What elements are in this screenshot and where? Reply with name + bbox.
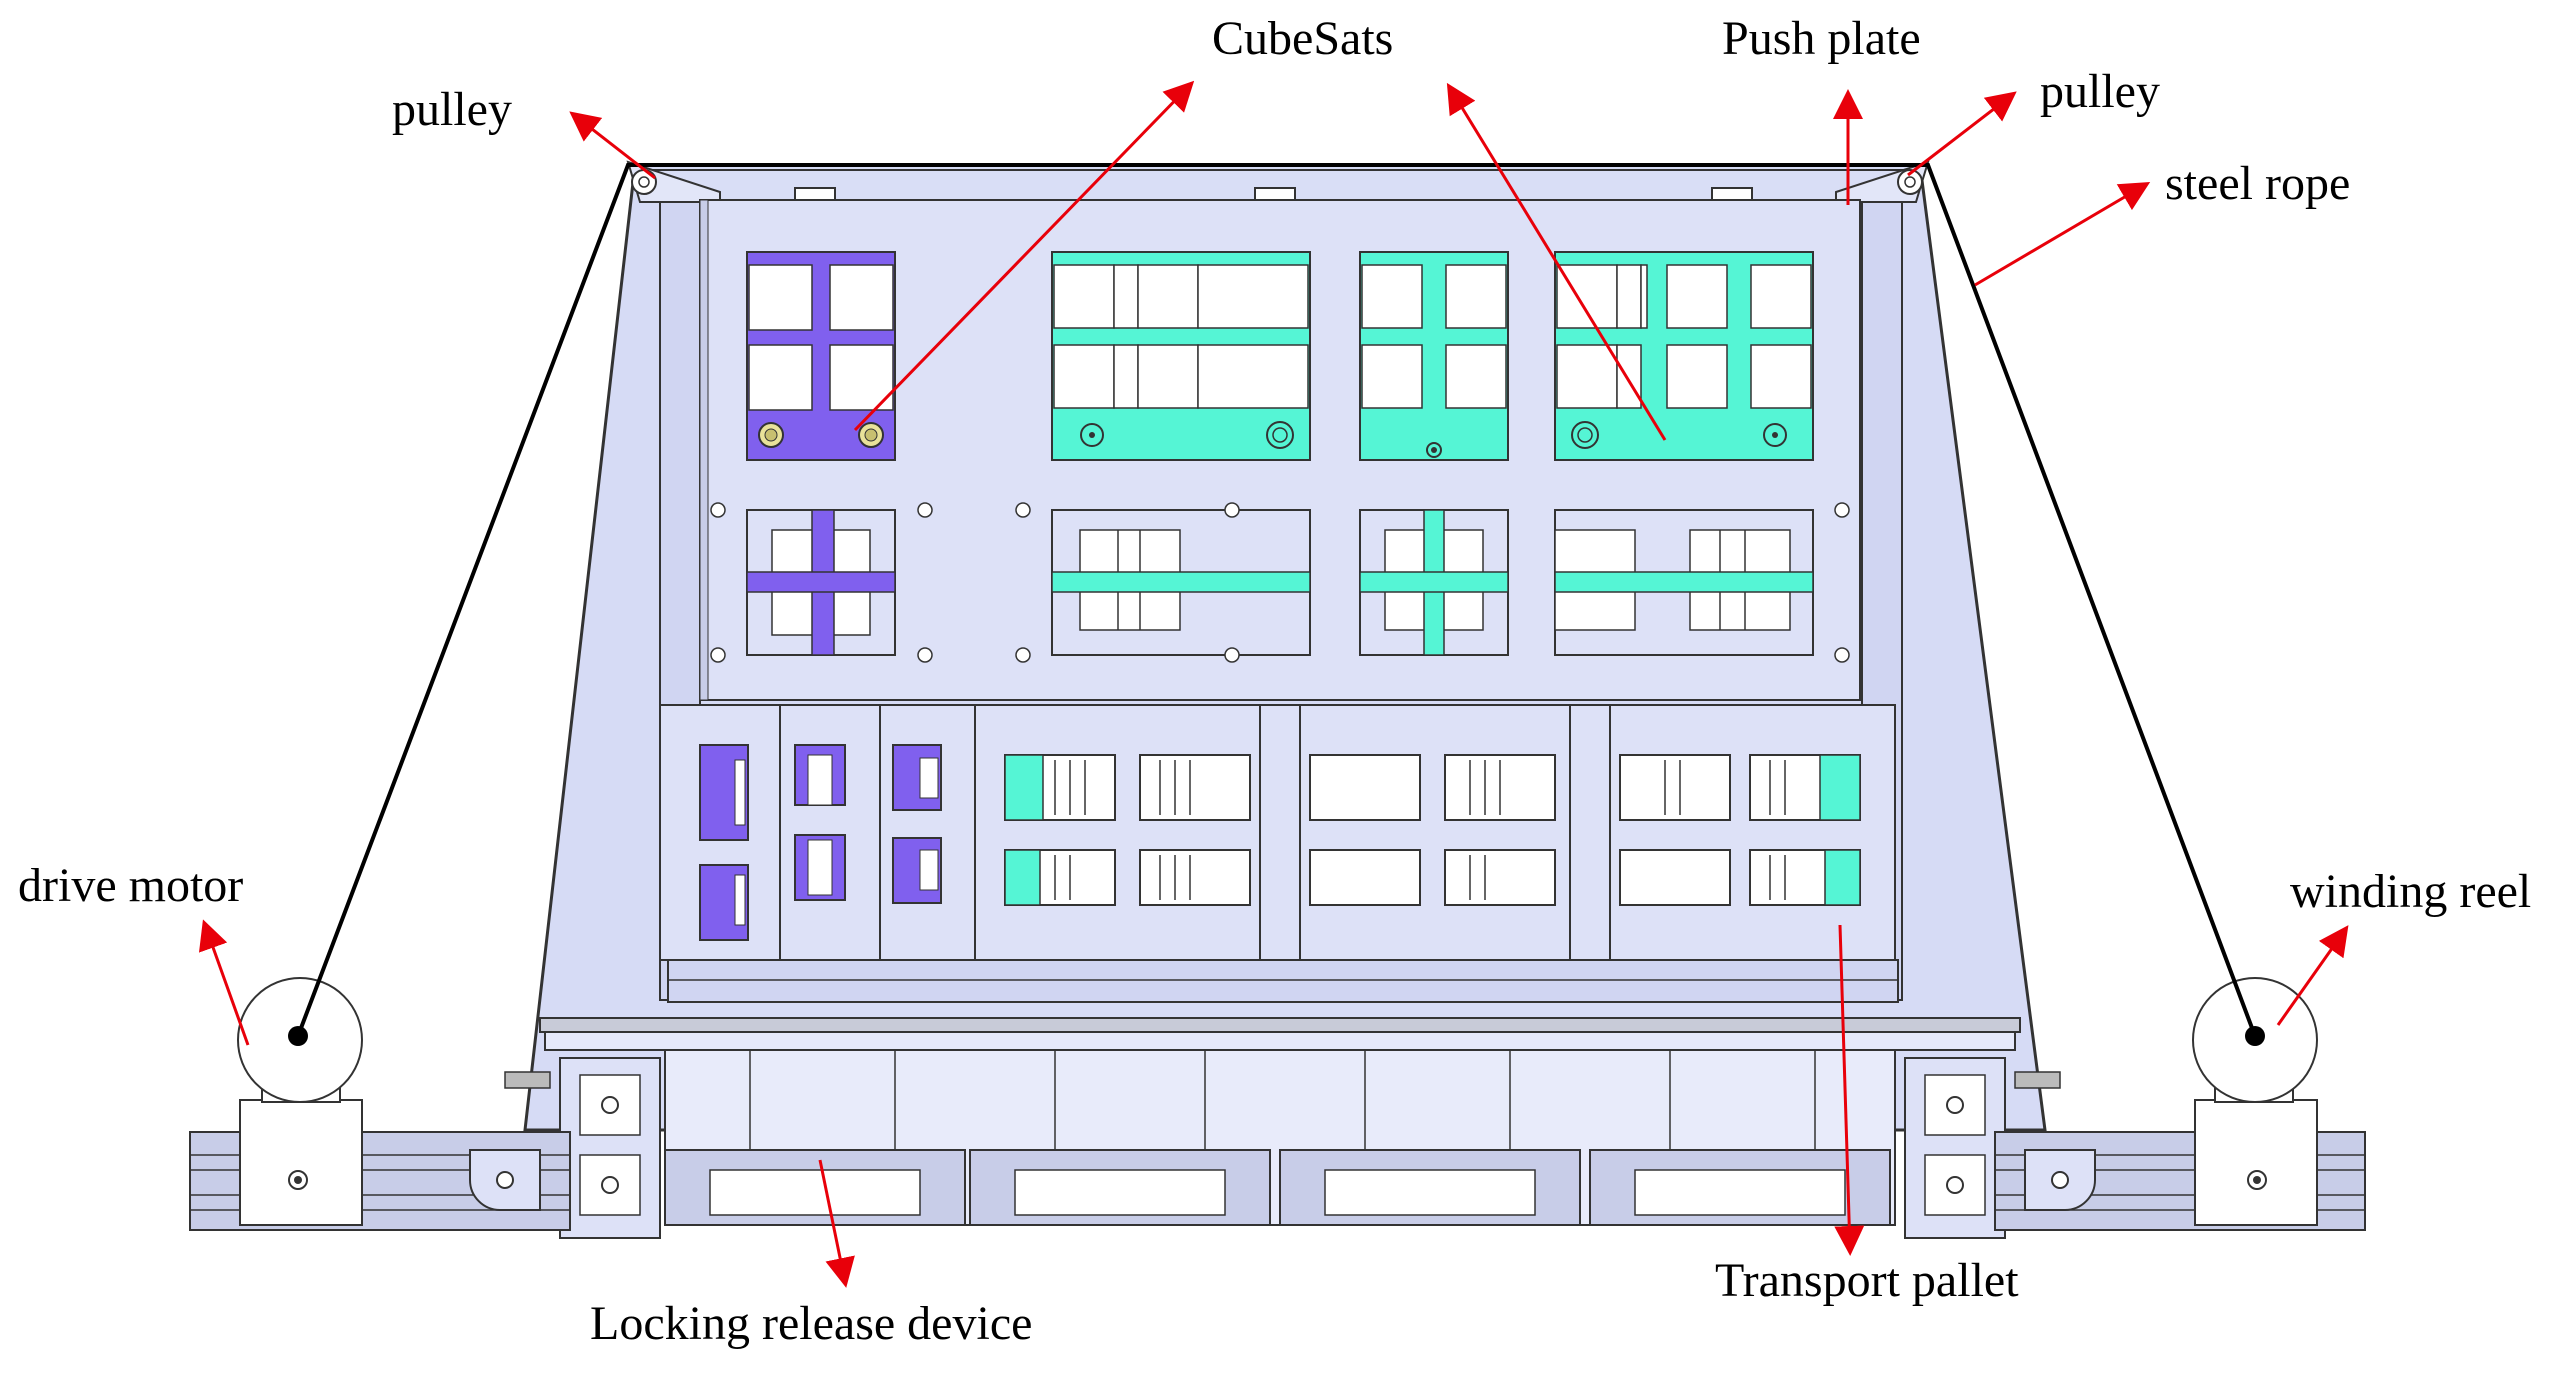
arrow-transport-pallet: [1834, 924, 1865, 1256]
steel-rope: [296, 163, 2257, 1037]
lower-slot-lines: [1054, 760, 1786, 900]
cubesat-cyan-lower: [1004, 754, 1861, 906]
annotation-arrows: [198, 80, 2349, 1288]
mounting-holes: [710, 502, 1850, 663]
transport-pallet-base: [667, 959, 1899, 1003]
lower-bay-dividers: [779, 705, 1611, 960]
arrow-cubesats-left: [853, 80, 1195, 432]
arrow-drive-motor: [198, 919, 250, 1046]
cubesat-purple-upper: [746, 251, 896, 461]
lower-bay: [659, 704, 1896, 961]
cubesat-purple-lower: [699, 744, 942, 941]
pallet-top-plate: [539, 1017, 2021, 1033]
profile-block-left: [559, 1057, 661, 1239]
drive-motor: [237, 977, 363, 1226]
cubesat-cyan-upper-3: [1554, 251, 1814, 461]
pulley-left: [631, 169, 657, 195]
arrow-pulley-right: [1907, 91, 2017, 177]
middle-window-3: [1359, 509, 1509, 656]
label-pulley-right: pulley: [2040, 65, 2160, 118]
middle-window-2: [1051, 502, 1311, 663]
arrow-pulley-left: [569, 111, 656, 180]
label-cubesats: CubeSats: [1212, 12, 1394, 65]
label-steel-rope: steel rope: [2165, 157, 2351, 210]
pallet-lower-plate: [544, 1031, 2016, 1051]
middle-window-1: [746, 509, 896, 656]
profile-block-right: [1904, 1057, 2006, 1239]
pulley-right: [1897, 169, 1923, 195]
arrow-winding-reel: [2276, 925, 2349, 1026]
locking-release-devices: [664, 1049, 1896, 1226]
push-plate-inner-left: [699, 199, 709, 701]
label-pulley-left: pulley: [392, 83, 512, 136]
label-transport-pallet: Transport pallet: [1715, 1254, 2019, 1307]
label-winding-reel: winding reel: [2290, 865, 2532, 918]
arrow-locking-release: [818, 1159, 855, 1288]
label-locking-release-device: Locking release device: [590, 1297, 1033, 1350]
cubesat-cyan-upper-2: [1359, 251, 1509, 461]
arrow-cubesats-right: [1446, 82, 1667, 441]
arrow-steel-rope: [1974, 181, 2151, 287]
winding-reel: [2192, 977, 2318, 1226]
middle-window-4: [1554, 509, 1814, 656]
cubesat-cyan-upper-1: [1051, 251, 1311, 461]
label-push-plate: Push plate: [1722, 12, 1921, 65]
label-drive-motor: drive motor: [18, 859, 244, 912]
